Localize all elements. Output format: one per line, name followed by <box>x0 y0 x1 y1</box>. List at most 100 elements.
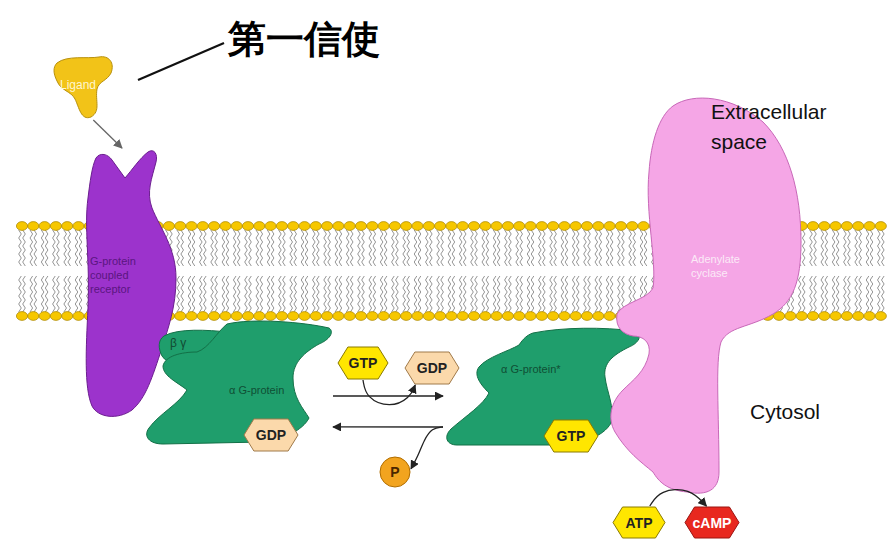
lipid-head <box>468 222 479 231</box>
lipid-tail <box>233 230 236 266</box>
gtp-hexagon <box>338 347 388 379</box>
lipid-tail <box>802 230 805 266</box>
lipid-tail <box>68 230 71 266</box>
lipid-head <box>807 222 818 231</box>
lipid-tail <box>505 276 508 312</box>
lipid-head <box>378 222 389 231</box>
lipid-tail <box>418 276 421 312</box>
lipid-tail <box>260 276 263 312</box>
lipid-head <box>367 312 378 321</box>
lipid-head <box>344 312 355 321</box>
lipid-tail <box>599 276 602 312</box>
lipid-tail <box>448 230 451 266</box>
lipid-head <box>446 312 457 321</box>
lipid-tail <box>493 230 496 266</box>
lipid-tail <box>237 276 240 312</box>
lipid-tail <box>407 276 410 312</box>
lipid-head <box>265 312 276 321</box>
lipid-tail <box>493 276 496 312</box>
lipid-tail <box>640 230 643 266</box>
lipid-head <box>220 312 231 321</box>
lipid-tail <box>516 230 519 266</box>
lipid-head <box>525 222 536 231</box>
lipid-tail <box>53 230 56 266</box>
lipid-tail <box>358 230 361 266</box>
lipid-tail <box>313 230 316 266</box>
lipid-tail <box>836 276 839 312</box>
gtp-hexagon: GTP <box>543 419 599 453</box>
shape-outline <box>603 92 803 497</box>
lipid-tail <box>531 230 534 266</box>
lipid-tail <box>844 230 847 266</box>
lipid-tail <box>418 230 421 266</box>
lipid-head <box>525 312 536 321</box>
lipid-head <box>367 222 378 231</box>
reaction-arrow <box>333 395 443 396</box>
lipid-tail <box>584 230 587 266</box>
lipid-tail <box>45 230 48 266</box>
lipid-tail <box>554 276 557 312</box>
lipid-tail <box>215 276 218 312</box>
lipid-head <box>853 312 864 321</box>
lipid-tail <box>437 230 440 266</box>
lipid-head <box>175 312 186 321</box>
lipid-tail <box>565 230 568 266</box>
lipid-tail <box>53 276 56 312</box>
lipid-head <box>491 312 502 321</box>
gdp-hexagon: GDP <box>243 418 299 452</box>
lipid-head <box>548 222 559 231</box>
lipid-tail <box>595 230 598 266</box>
lipid-head <box>265 222 276 231</box>
lipid-tail <box>561 230 564 266</box>
lipid-tail <box>181 276 184 312</box>
lipid-head <box>310 312 321 321</box>
lipid-tail <box>452 230 455 266</box>
lipid-tail <box>301 276 304 312</box>
lipid-head <box>423 312 434 321</box>
lipid-tail <box>57 230 60 266</box>
lipid-tail <box>392 276 395 312</box>
lipid-tail <box>471 230 474 266</box>
lipid-tail <box>832 276 835 312</box>
lipid-tail <box>200 276 203 312</box>
lipid-tail <box>825 276 828 312</box>
lipid-tail <box>335 276 338 312</box>
lipid-head <box>480 312 491 321</box>
gtp-hexagon <box>544 420 598 452</box>
lipid-tail <box>509 230 512 266</box>
lipid-tail <box>855 276 858 312</box>
lipid-head <box>333 222 344 231</box>
lipid-tail <box>23 276 26 312</box>
lipid-head <box>435 312 446 321</box>
lipid-tail <box>497 276 500 312</box>
adenylate-cyclase-shape <box>611 98 801 493</box>
lipid-tail <box>814 230 817 266</box>
lipid-tail <box>426 276 429 312</box>
lipid-tail <box>290 276 293 312</box>
lipid-tail <box>267 276 270 312</box>
lipid-tail <box>328 276 331 312</box>
lipid-head <box>841 312 852 321</box>
lipid-tail <box>520 230 523 266</box>
lipid-tail <box>520 276 523 312</box>
lipid-head <box>536 312 547 321</box>
lipid-tail <box>486 230 489 266</box>
lipid-head <box>28 312 39 321</box>
lipid-head <box>299 312 310 321</box>
lipid-head <box>864 312 875 321</box>
molecule-label: GTP <box>337 346 389 380</box>
lipid-tail <box>384 230 387 266</box>
lipid-head <box>209 312 220 321</box>
lipid-head <box>514 312 525 321</box>
lipid-tail <box>41 230 44 266</box>
adenylate-cyclase-shape: Adenylate cyclase <box>603 92 803 497</box>
lipid-head <box>231 312 242 321</box>
lipid-head <box>875 312 886 321</box>
lipid-tail <box>486 276 489 312</box>
lipid-tail <box>430 276 433 312</box>
lipid-tail <box>41 276 44 312</box>
subunit-label: α G-protein* <box>501 363 591 376</box>
lipid-tail <box>328 230 331 266</box>
